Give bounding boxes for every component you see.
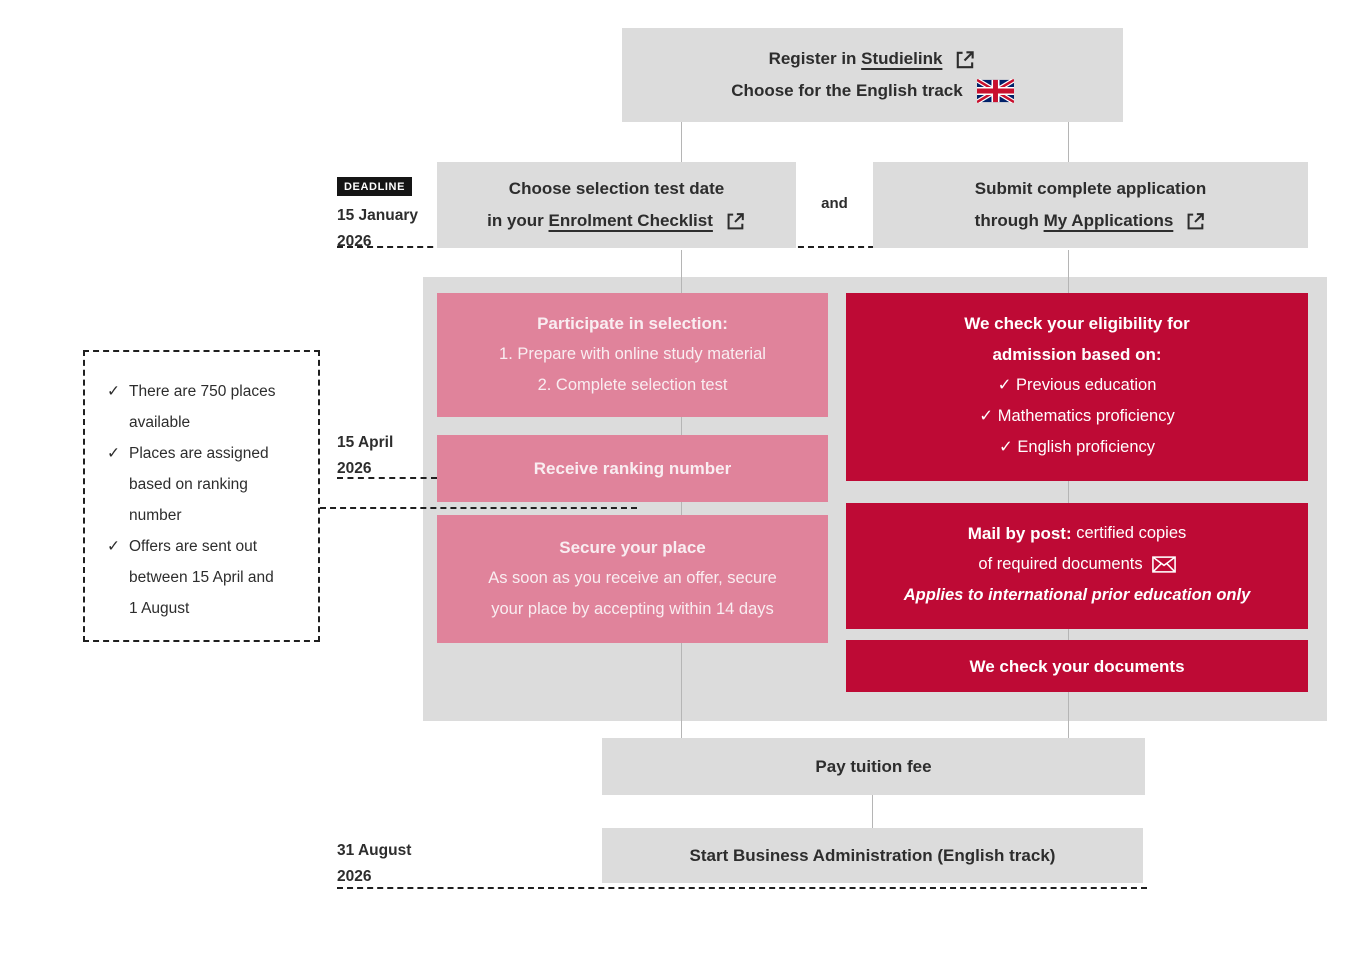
- start-programme-box: Start Business Administration (English t…: [602, 828, 1143, 883]
- external-link-icon[interactable]: [1184, 210, 1206, 232]
- check-icon: ✓: [999, 438, 1013, 456]
- mail-by-post-text: of required documents: [978, 555, 1143, 573]
- secure-place-box: Secure your place As soon as you receive…: [437, 515, 828, 643]
- deadline-badge: DEADLINE: [337, 177, 413, 196]
- mail-applies-note: Applies to international prior education…: [903, 586, 1251, 604]
- connector-line: [1068, 122, 1069, 162]
- eligibility-title-line: We check your eligibility for: [964, 314, 1190, 333]
- and-connector-label: and: [821, 195, 848, 212]
- check-icon: ✓: [107, 538, 120, 555]
- april-date-line1: 15 April: [337, 434, 394, 451]
- uk-flag-icon: [976, 79, 1014, 103]
- check-icon: ✓: [997, 376, 1012, 394]
- connector-line: [681, 122, 682, 162]
- april-date-line2: 2026: [337, 460, 372, 477]
- participate-title: Participate in selection:: [537, 314, 728, 333]
- start-programme-text: Start Business Administration (English t…: [689, 845, 1056, 865]
- pay-tuition-box: Pay tuition fee: [602, 738, 1145, 795]
- eligibility-item: ✓ Previous education: [997, 376, 1157, 394]
- info-item-text: There are 750 places available: [129, 383, 276, 431]
- register-studielink-box: Register in Studielink Choose for the En…: [622, 28, 1123, 122]
- studielink-link[interactable]: Studielink: [861, 49, 943, 68]
- august-date-line1: 31 August: [337, 842, 412, 859]
- participate-step: 2. Complete selection test: [537, 376, 728, 394]
- documents-check-title: We check your documents: [969, 656, 1185, 676]
- participate-step: 1. Prepare with online study material: [499, 345, 766, 363]
- participate-selection-box: Participate in selection: 1. Prepare wit…: [437, 293, 828, 417]
- my-applications-link[interactable]: My Applications: [1043, 211, 1174, 230]
- deadline-date-line2: 2026: [337, 233, 372, 250]
- august-dashed-line: [337, 887, 1147, 889]
- external-link-icon[interactable]: [953, 48, 976, 71]
- check-icon: ✓: [107, 383, 120, 400]
- mail-by-post-title: Mail by post:: [967, 524, 1072, 543]
- secure-text-line: your place by accepting within 14 days: [491, 600, 774, 618]
- choose-test-date-box: Choose selection test date in your Enrol…: [437, 162, 796, 248]
- deadline-dashed-line: [337, 246, 1305, 248]
- external-link-icon[interactable]: [724, 210, 746, 232]
- check-icon: ✓: [107, 445, 120, 462]
- info-item: ✓ Offers are sent out between 15 April a…: [107, 531, 308, 624]
- enrolment-checklist-link[interactable]: Enrolment Checklist: [548, 211, 713, 230]
- places-info-box: ✓ There are 750 places available ✓ Place…: [83, 350, 320, 642]
- infobox-dashed-connector: [320, 507, 637, 509]
- secure-text-line: As soon as you receive an offer, secure: [488, 569, 777, 587]
- enrolment-prefix-text: in your: [487, 211, 549, 230]
- august-date-line2: 2026: [337, 868, 372, 885]
- deadline-date-line1: 15 January: [337, 207, 418, 224]
- submit-application-box: Submit complete application through My A…: [873, 162, 1308, 248]
- documents-check-box: We check your documents: [846, 640, 1308, 692]
- info-item-text: Places are assigned based on ranking num…: [129, 445, 269, 524]
- pay-tuition-text: Pay tuition fee: [815, 756, 932, 776]
- eligibility-item: ✓ Mathematics proficiency: [979, 407, 1175, 425]
- english-track-text: Choose for the English track: [731, 81, 963, 100]
- info-item: ✓ There are 750 places available: [107, 376, 308, 438]
- mail-by-post-box: Mail by post: certified copies of requir…: [846, 503, 1308, 629]
- eligibility-item: ✓ English proficiency: [999, 438, 1155, 456]
- choose-test-date-text: Choose selection test date: [508, 179, 725, 198]
- info-item: ✓ Places are assigned based on ranking n…: [107, 438, 308, 531]
- connector-line: [872, 795, 873, 828]
- through-prefix-text: through: [974, 211, 1044, 230]
- register-prefix-text: Register in: [768, 49, 862, 68]
- eligibility-title-line: admission based on:: [992, 345, 1162, 364]
- eligibility-check-box: We check your eligibility for admission …: [846, 293, 1308, 481]
- mail-by-post-text: certified copies: [1071, 524, 1187, 542]
- submit-application-text: Submit complete application: [974, 179, 1207, 198]
- info-item-text: Offers are sent out between 15 April and…: [129, 538, 274, 617]
- ranking-number-box: Receive ranking number: [437, 435, 828, 502]
- secure-title: Secure your place: [559, 538, 706, 557]
- connector-line: [1068, 250, 1069, 738]
- check-icon: ✓: [979, 407, 994, 425]
- ranking-title: Receive ranking number: [533, 459, 732, 478]
- april-dashed-line: [337, 477, 437, 479]
- envelope-icon: [1151, 556, 1176, 573]
